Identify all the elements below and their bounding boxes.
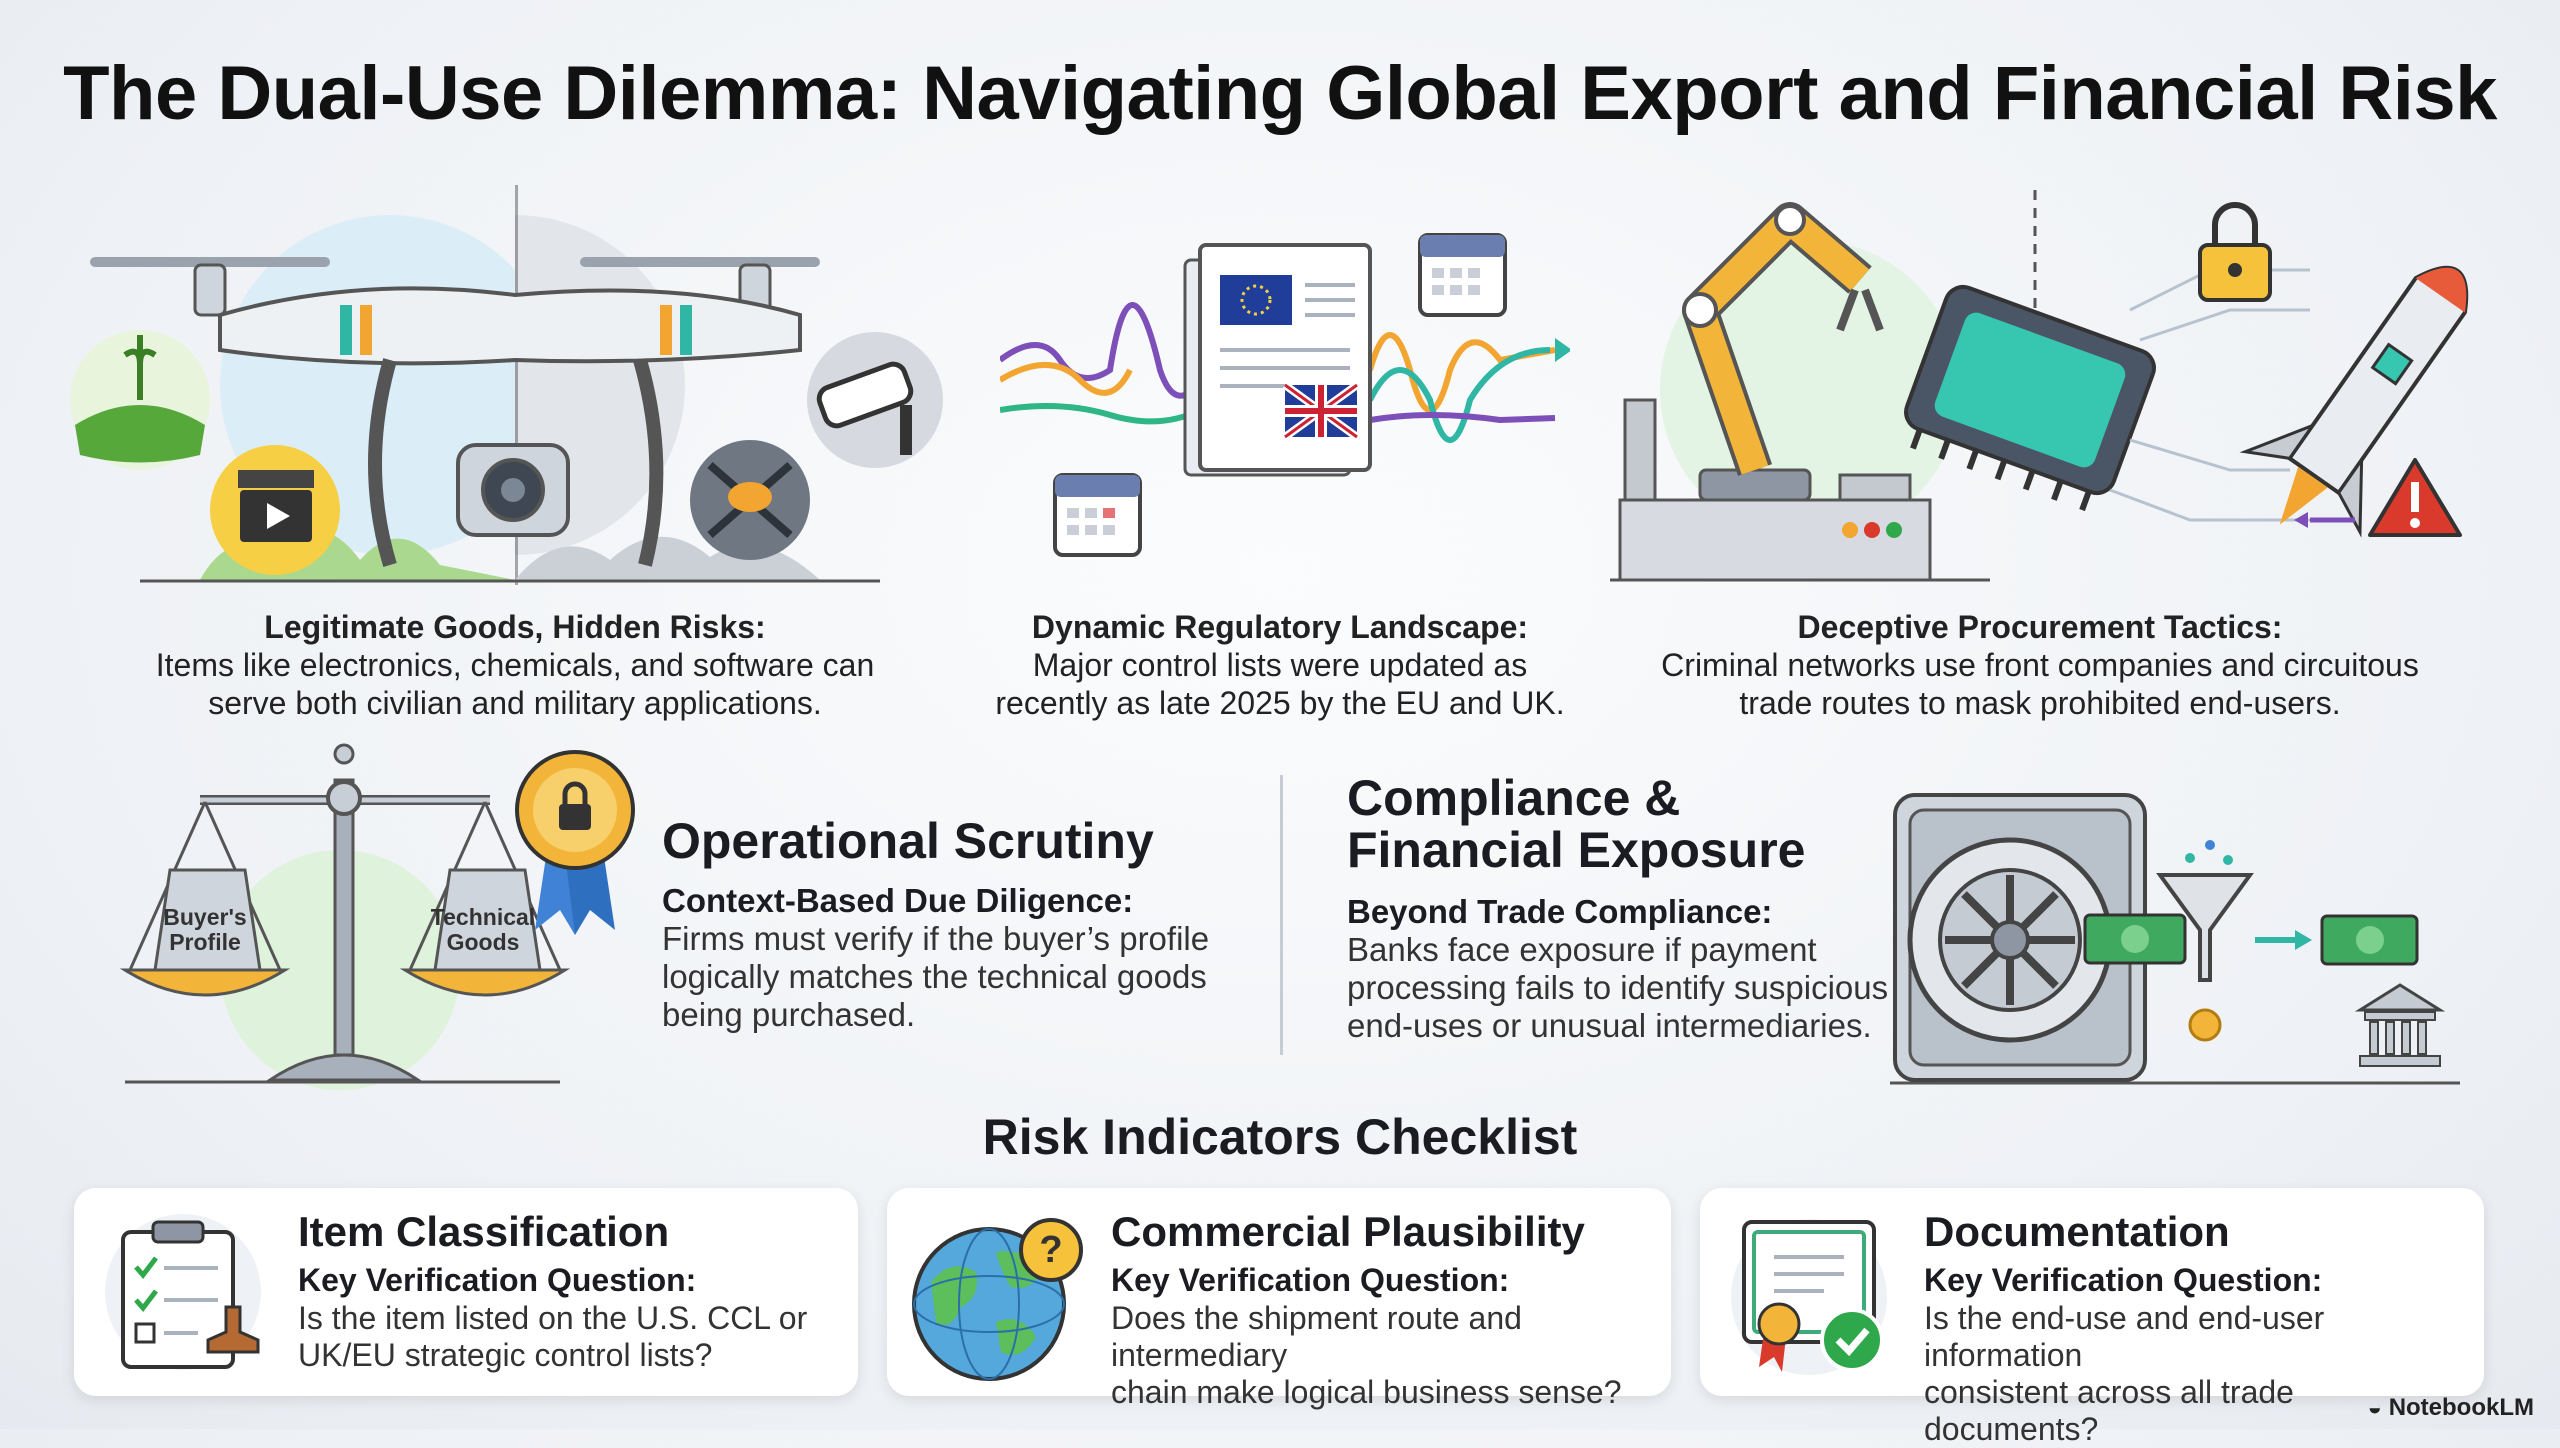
caption-procurement-tactics: Deceptive Procurement Tactics: Criminal … — [1610, 608, 2470, 722]
caption-line: trade routes to mask prohibited end-user… — [1739, 685, 2341, 721]
weight-label-buyer: Buyer's Profile — [150, 905, 260, 955]
card-question-label: Key Verification Question: — [1924, 1262, 2323, 1298]
body-line: Banks face exposure if payment — [1347, 931, 1817, 968]
card-title: Item Classification — [298, 1208, 670, 1255]
procurement-illustration — [1610, 190, 2469, 582]
caption-line: Criminal networks use front companies an… — [1661, 647, 2419, 683]
body-line: Firms must verify if the buyer’s profile — [662, 920, 1210, 957]
svg-text:?: ? — [1039, 1229, 1062, 1271]
caption-line: recently as late 2025 by the EU and UK. — [995, 685, 1565, 721]
card-body-line: chain make logical business sense? — [1111, 1374, 1622, 1410]
card-title: Commercial Plausibility — [1111, 1208, 1585, 1255]
card-body: Is the item listed on the U.S. CCL or UK… — [298, 1300, 848, 1374]
dual-use-drone-illustration — [70, 185, 943, 585]
card-question-label: Key Verification Question: — [1111, 1262, 1510, 1298]
compliance-title: Compliance & Financial Exposure — [1347, 772, 1805, 876]
compliance-subheading: Beyond Trade Compliance: — [1347, 893, 1773, 930]
checklist-card-documentation: Documentation Key Verification Question:… — [1700, 1188, 2484, 1447]
weight-label-goods: Technical Goods — [428, 905, 538, 955]
weight-label-line: Profile — [169, 929, 241, 955]
card-body: Does the shipment route and intermediary… — [1111, 1300, 1661, 1411]
card-body-line: Is the end-use and end-user information — [1924, 1300, 2325, 1373]
caption-heading: Dynamic Regulatory Landscape: — [1031, 609, 1529, 645]
weight-label-line: Buyer's — [163, 904, 247, 930]
notebooklm-brand: ◒ NotebookLM — [2368, 1394, 2534, 1422]
balance-scale-illustration — [119, 743, 635, 1090]
title-line: Compliance & — [1347, 770, 1681, 826]
certificate-check-icon — [1731, 1219, 1887, 1375]
operational-body: Firms must verify if the buyer’s profile… — [662, 920, 1222, 1034]
globe-question-icon: ? — [912, 1218, 1083, 1381]
card-question-label: Key Verification Question: — [298, 1262, 697, 1298]
operational-subheading: Context-Based Due Diligence: — [662, 882, 1134, 919]
card-title: Documentation — [1924, 1208, 2230, 1255]
caption-regulatory-landscape: Dynamic Regulatory Landscape: Major cont… — [940, 608, 1620, 722]
body-line: logically matches the technical goods — [662, 958, 1207, 995]
caption-legitimate-goods: Legitimate Goods, Hidden Risks: Items li… — [100, 608, 930, 722]
checklist-card-commercial-plausibility: ? Commercial Plausibility Key Verificati… — [887, 1188, 1671, 1410]
caption-line: Items like electronics, chemicals, and s… — [155, 647, 875, 683]
card-body-line: Is the item listed on the U.S. CCL or — [298, 1300, 808, 1336]
compliance-body: Banks face exposure if payment processin… — [1347, 931, 1907, 1045]
body-line: being purchased. — [662, 996, 916, 1033]
checklist-card-item-classification: Item Classification Key Verification Que… — [74, 1188, 858, 1396]
card-body-line: UK/EU strategic control lists? — [298, 1337, 713, 1373]
title-line: Financial Exposure — [1347, 822, 1806, 878]
weight-label-line: Technical — [430, 904, 536, 930]
weight-label-line: Goods — [446, 929, 520, 955]
operational-title: Operational Scrutiny — [662, 813, 1154, 869]
vault-money-illustration — [1890, 793, 2460, 1085]
page-title: The Dual-Use Dilemma: Navigating Global … — [63, 51, 2497, 136]
section-divider — [1280, 775, 1283, 1055]
body-line: end-uses or unusual intermediaries. — [1347, 1007, 1872, 1044]
caption-heading: Deceptive Procurement Tactics: — [1797, 609, 2283, 645]
caption-line: serve both civilian and military applica… — [208, 685, 822, 721]
regulatory-lists-illustration — [1000, 233, 1570, 557]
caption-line: Major control lists were updated as — [1032, 647, 1528, 683]
caption-heading: Legitimate Goods, Hidden Risks: — [264, 609, 766, 645]
card-body-line: Does the shipment route and intermediary — [1111, 1300, 1522, 1373]
notebooklm-logo-icon: ◒ — [2367, 1394, 2389, 1421]
checklist-title: Risk Indicators Checklist — [982, 1109, 1578, 1165]
clipboard-stamp-icon — [105, 1214, 261, 1370]
brand-label: NotebookLM — [2388, 1394, 2534, 1421]
body-line: processing fails to identify suspicious — [1347, 969, 1889, 1006]
card-body: Is the end-use and end-user information … — [1924, 1300, 2474, 1448]
